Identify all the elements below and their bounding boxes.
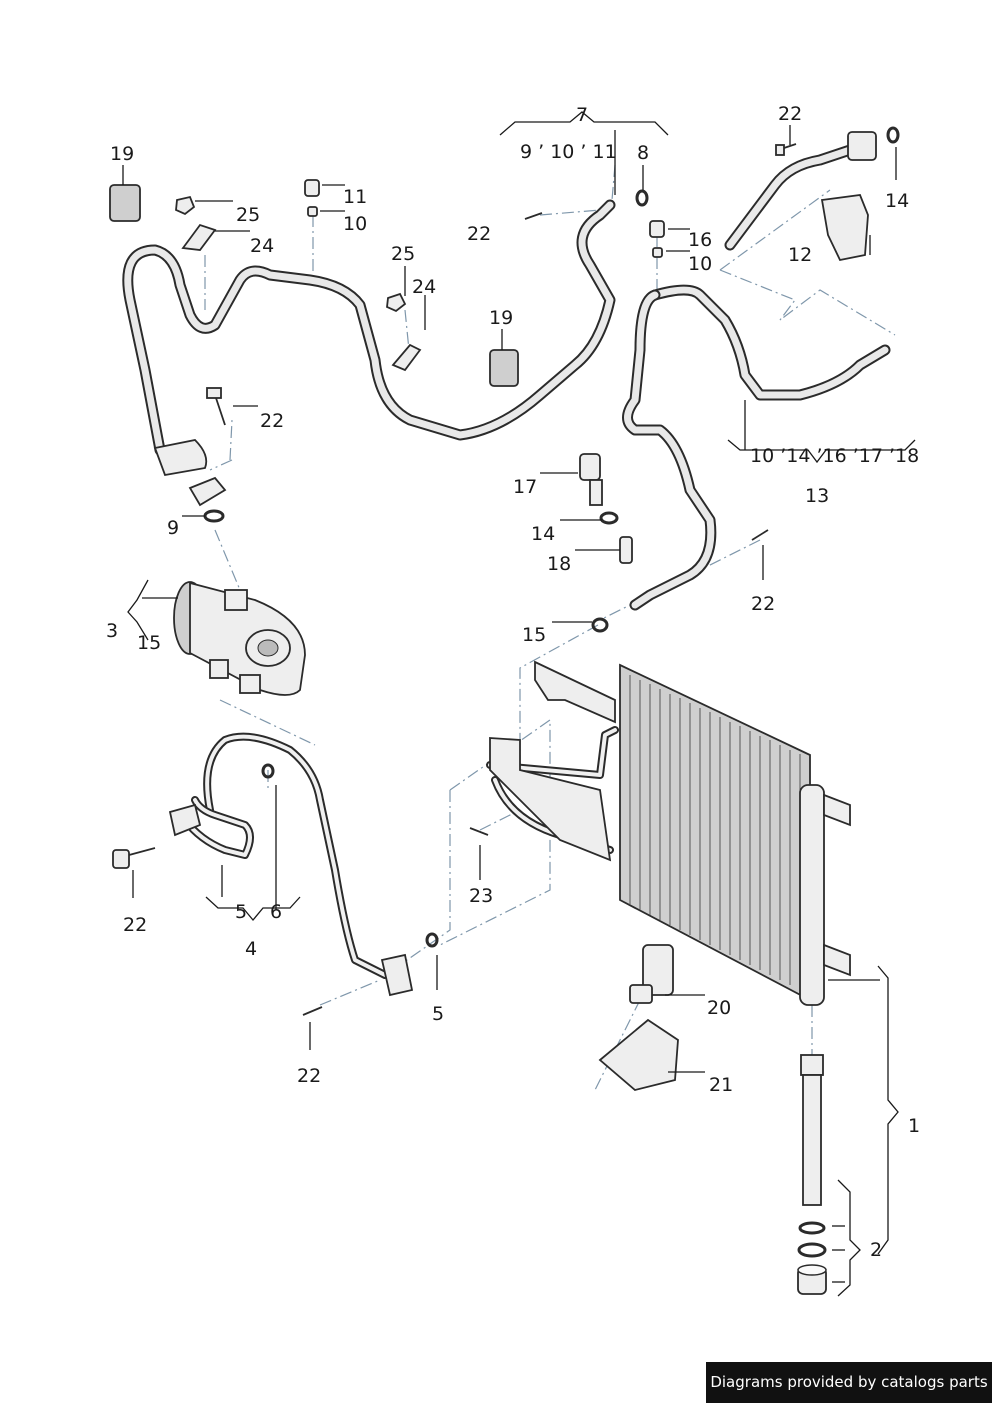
callout-10: 10 <box>688 253 712 275</box>
callout-8: 8 <box>637 142 649 164</box>
callout-1: 1 <box>908 1115 920 1137</box>
callout-13: 13 <box>805 485 829 507</box>
callout-2: 2 <box>870 1239 882 1261</box>
callout-23: 23 <box>469 885 493 907</box>
callout-22: 22 <box>467 223 491 245</box>
callout-20: 20 <box>707 997 731 1019</box>
assembly-guide-lines <box>204 164 896 1091</box>
callout-22: 22 <box>260 410 284 432</box>
callout-19: 19 <box>489 307 513 329</box>
callout-15: 15 <box>522 624 546 646</box>
callout-5: 5 <box>432 1003 444 1025</box>
callout-4: 4 <box>245 938 257 960</box>
callout-17: 17 <box>513 476 537 498</box>
callout-5: 5 <box>235 901 247 923</box>
callout-14: 14 <box>531 523 555 545</box>
callout-19: 19 <box>110 143 134 165</box>
callout-21: 21 <box>709 1074 733 1096</box>
callout-24: 24 <box>250 235 274 257</box>
callout-10: 10 <box>343 213 367 235</box>
callout-24: 24 <box>412 276 436 298</box>
callout-22: 22 <box>751 593 775 615</box>
leader-lines <box>122 111 916 1297</box>
callout-22: 22 <box>297 1065 321 1087</box>
callout-25: 25 <box>236 204 260 226</box>
callout-18: 18 <box>547 553 571 575</box>
callout-11: 11 <box>343 186 367 208</box>
callout-6: 6 <box>270 901 282 923</box>
callout-16: 16 <box>688 229 712 251</box>
condenser-fins <box>629 675 801 990</box>
callout-22: 22 <box>123 914 147 936</box>
callout-9: 9 <box>167 517 179 539</box>
callout-15: 15 <box>137 632 161 654</box>
credit-banner: Diagrams provided by catalogs parts <box>706 1362 992 1403</box>
callout-22: 22 <box>778 103 802 125</box>
callout-3: 3 <box>106 620 118 642</box>
small-parts <box>109 126 900 1091</box>
refrigerant-lines <box>122 139 891 979</box>
condenser <box>489 660 851 1006</box>
callout-7: 7 <box>576 104 588 126</box>
compressor <box>173 581 306 696</box>
callout-7-contents: 9 ’ 10 ’ 11 <box>520 141 617 163</box>
callout-13-contents: 10 ’14 ’16 ’17 ’18 <box>750 445 919 467</box>
callout-12: 12 <box>788 244 812 266</box>
callout-14: 14 <box>885 190 909 212</box>
receiver-drier <box>797 1054 827 1295</box>
callout-labels: 1 2 3 4 5 5 6 7 9 ’ 10 ’ 11 8 9 10 10 11… <box>106 103 920 1261</box>
callout-25: 25 <box>391 243 415 265</box>
